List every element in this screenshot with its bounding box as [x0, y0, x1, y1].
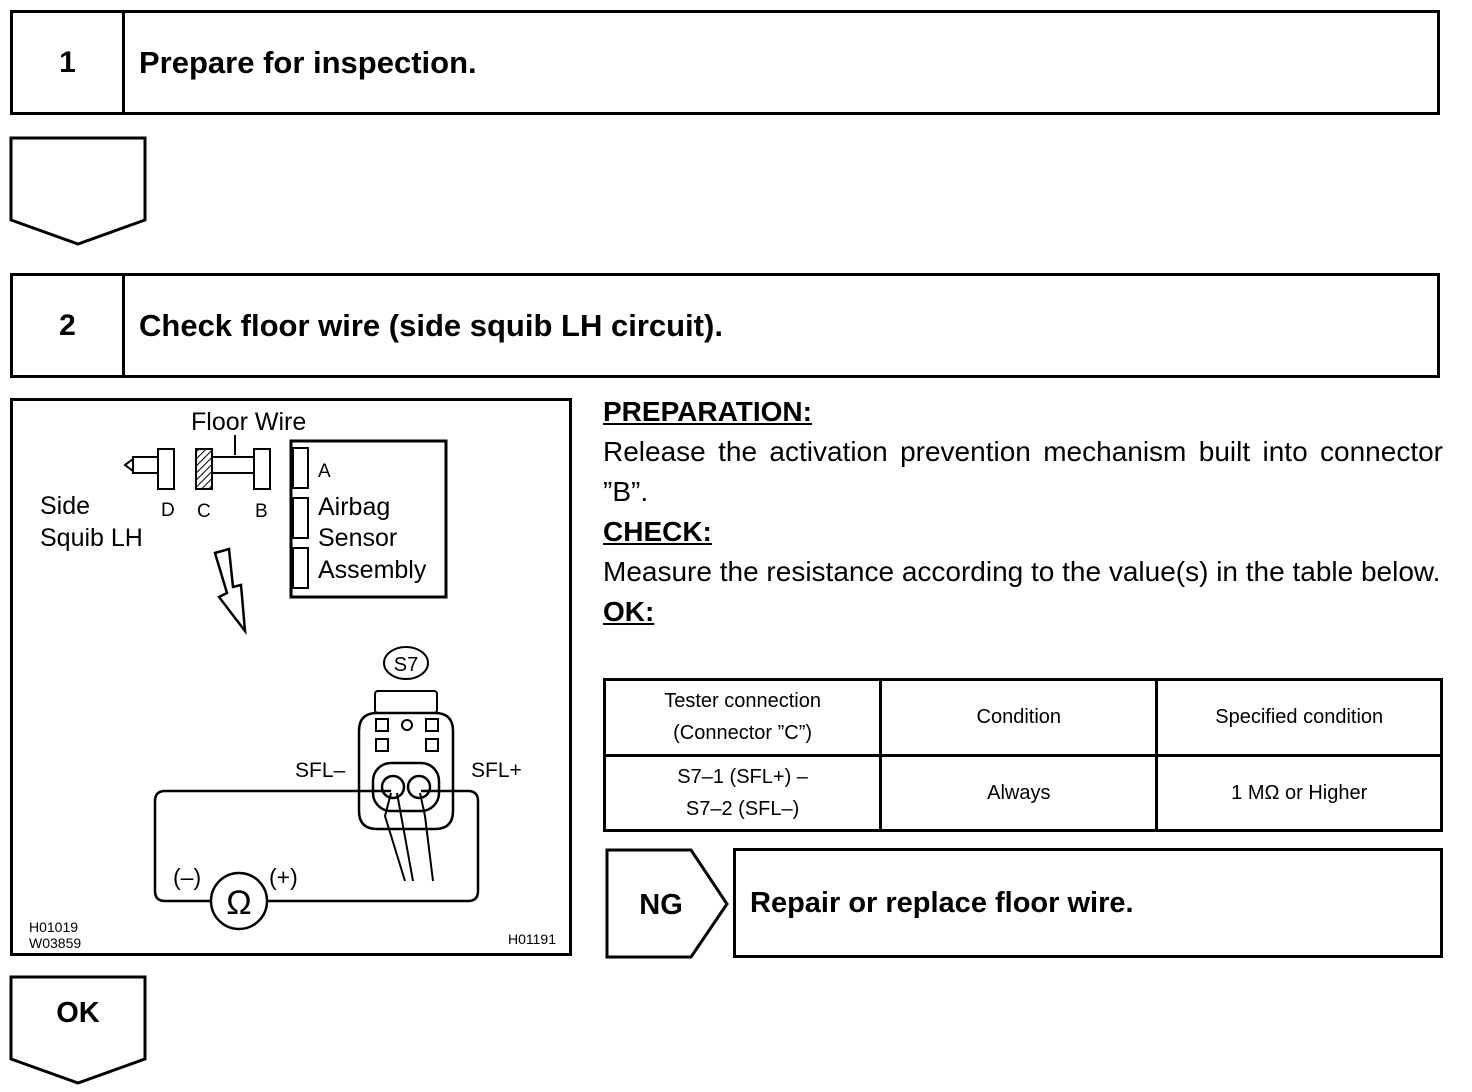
- ng-action: Repair or replace floor wire.: [733, 848, 1443, 958]
- table-cell: 1 MΩ or Higher: [1155, 753, 1443, 832]
- sfl-plus-label: SFL+: [471, 759, 522, 782]
- ohm-symbol: Ω: [226, 884, 251, 922]
- meter-plus-label: (+): [269, 864, 298, 890]
- ng-label: NG: [639, 889, 683, 921]
- direction-arrow-icon: [213, 547, 247, 636]
- ohmmeter-icon: [209, 871, 269, 931]
- code-2: W03859: [29, 935, 81, 951]
- resistance-table: Tester connection (Connector ”C”) Condit…: [602, 678, 1443, 832]
- ok-arrow: OK: [8, 975, 148, 1092]
- ok-heading: OK:: [603, 596, 655, 627]
- connector-a-label: A: [318, 461, 331, 482]
- check-text: Measure the resistance according to the …: [603, 556, 1441, 587]
- sensor-label-3: Assembly: [318, 556, 427, 584]
- table-row: S7–1 (SFL+) – S7–2 (SFL–) Always 1 MΩ or…: [602, 753, 1443, 832]
- step-2: 2 Check floor wire (side squib LH circui…: [10, 273, 1440, 378]
- connector-id-label: S7: [394, 654, 418, 676]
- step-number: 2: [13, 276, 125, 375]
- side-squib-label-2: Squib LH: [40, 524, 143, 552]
- wiring-diagram: Floor Wire D C B Side Squib LH A Airbag …: [10, 398, 572, 956]
- flow-arrow-right-icon: NG: [605, 848, 729, 959]
- step-title: Prepare for inspection.: [139, 44, 477, 80]
- connector-c-label: C: [197, 501, 211, 522]
- table-header-cell: Condition: [879, 678, 1159, 757]
- step-title: Check floor wire (side squib LH circuit)…: [139, 307, 723, 343]
- floor-wire-label: Floor Wire: [191, 408, 306, 436]
- table-header-cell: Specified condition: [1155, 678, 1443, 757]
- flow-arrow-down-icon: [9, 975, 147, 1085]
- code-3: H01191: [508, 931, 556, 947]
- sensor-label-1: Airbag: [318, 493, 390, 521]
- meter-minus-label: (–): [173, 864, 201, 890]
- preparation-text: Release the activation prevention mechan…: [603, 436, 1443, 507]
- inspection-instructions: PREPARATION: Release the activation prev…: [603, 392, 1443, 632]
- table-cell: S7–1 (SFL+) – S7–2 (SFL–): [602, 753, 883, 832]
- flow-arrow-down-icon: [9, 136, 147, 246]
- code-1: H01019: [29, 919, 78, 935]
- table-cell: Always: [879, 753, 1159, 832]
- preparation-heading: PREPARATION:: [603, 396, 812, 427]
- step-1: 1 Prepare for inspection.: [10, 10, 1440, 115]
- sensor-label-2: Sensor: [318, 524, 397, 552]
- ng-arrow: NG: [605, 848, 731, 965]
- ok-label: OK: [56, 997, 100, 1029]
- connector-illustration: Floor Wire D C B Side Squib LH A Airbag …: [29, 408, 556, 951]
- check-heading: CHECK:: [603, 516, 712, 547]
- connector-d-label: D: [161, 500, 175, 521]
- sfl-minus-label: SFL–: [295, 759, 346, 782]
- side-squib-label-1: Side: [40, 492, 90, 520]
- table-header-cell: Tester connection (Connector ”C”): [602, 678, 883, 757]
- connector-b-label: B: [255, 501, 268, 522]
- table-header-row: Tester connection (Connector ”C”) Condit…: [602, 678, 1443, 757]
- step-number: 1: [13, 13, 125, 112]
